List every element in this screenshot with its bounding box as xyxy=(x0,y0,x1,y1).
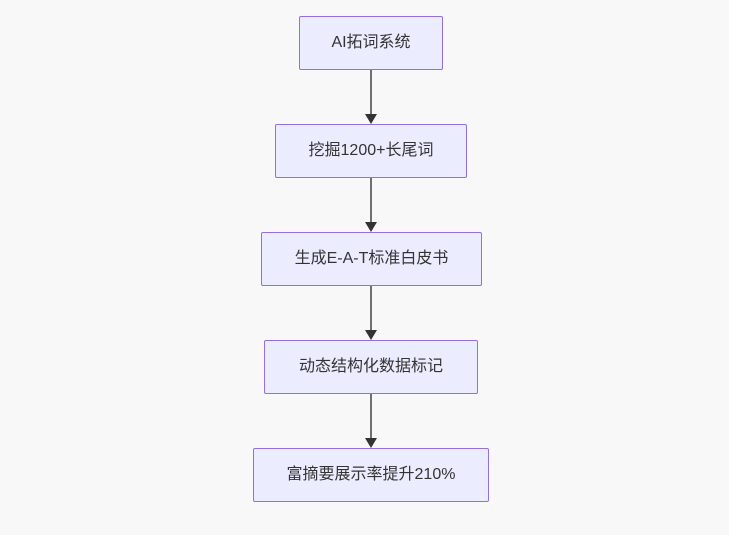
flowchart-node-rich-snippet-result: 富摘要展示率提升210% xyxy=(253,448,489,502)
node-label: 挖掘1200+长尾词 xyxy=(308,142,434,159)
arrow-line xyxy=(370,70,372,114)
flow-arrow xyxy=(365,70,377,124)
flowchart-node-longtail-mining: 挖掘1200+长尾词 xyxy=(275,124,467,178)
node-label: 动态结构化数据标记 xyxy=(298,358,443,375)
arrow-line xyxy=(370,286,372,330)
flowchart-node-structured-data: 动态结构化数据标记 xyxy=(264,340,478,394)
flow-arrow xyxy=(365,394,377,448)
flowchart-node-eat-whitepaper: 生成E-A-T标准白皮书 xyxy=(261,232,482,286)
arrow-head-icon xyxy=(365,222,377,232)
arrow-line xyxy=(370,178,372,222)
arrow-line xyxy=(370,394,372,438)
arrow-head-icon xyxy=(365,330,377,340)
node-label: 富摘要展示率提升210% xyxy=(286,466,456,483)
flow-arrow xyxy=(365,286,377,340)
node-label: AI拓词系统 xyxy=(331,34,411,51)
arrow-head-icon xyxy=(365,438,377,448)
node-label: 生成E-A-T标准白皮书 xyxy=(294,250,449,267)
arrow-head-icon xyxy=(365,114,377,124)
flow-arrow xyxy=(365,178,377,232)
flowchart-node-ai-system: AI拓词系统 xyxy=(299,16,443,70)
